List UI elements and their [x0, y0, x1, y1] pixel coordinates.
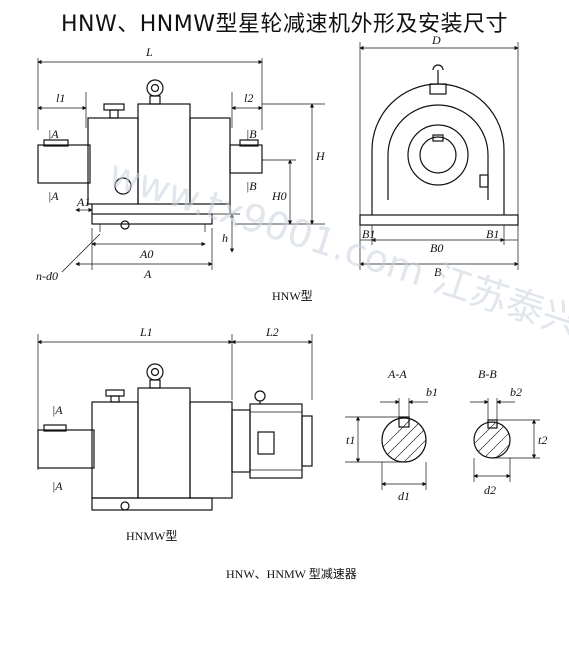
caption-hnmw: HNMW型: [126, 529, 177, 543]
dim-B: B: [434, 265, 442, 279]
dim-b1: b1: [426, 385, 438, 399]
section-A-top: |A: [48, 127, 59, 141]
dim-L: L: [145, 45, 153, 59]
dim-n-d0: n-d0: [36, 269, 58, 283]
section-A-bottom: |A: [48, 189, 59, 203]
hnw-front-view: [37, 58, 325, 273]
section-B-bottom: |B: [246, 179, 257, 193]
hnmw-front-view: [37, 334, 313, 511]
dim-L2: L2: [265, 325, 279, 339]
caption-bottom: HNW、HNMW 型减速器: [226, 567, 357, 581]
dim-l1: l1: [56, 91, 65, 105]
dim-t2: t2: [538, 433, 547, 447]
dim-L1: L1: [139, 325, 153, 339]
page-title: HNW、HNMW型星轮减速机外形及安装尺寸: [61, 12, 508, 37]
dim-B1-left: B1: [362, 227, 375, 241]
dim-H0: H0: [271, 189, 287, 203]
caption-hnw: HNW型: [272, 289, 313, 303]
dim-d2: d2: [484, 483, 496, 497]
dim-B0: B0: [430, 241, 443, 255]
hnw-side-view: [359, 42, 519, 270]
section-bb: [470, 398, 540, 482]
dim-D: D: [431, 33, 441, 47]
section-A-top-hnmw: |A: [52, 403, 63, 417]
dim-b2: b2: [510, 385, 522, 399]
watermark: www.tx9001.com 江苏泰兴减速机总厂: [103, 151, 569, 404]
dim-t1: t1: [346, 433, 355, 447]
dim-d1: d1: [398, 489, 410, 503]
section-B-top: |B: [246, 127, 257, 141]
section-bb-label: B-B: [478, 367, 497, 381]
dim-A: A: [143, 267, 152, 281]
dim-A0: A0: [139, 247, 153, 261]
section-aa-label: A-A: [387, 367, 407, 381]
section-aa: [345, 398, 428, 490]
dim-A1: A1: [76, 195, 90, 209]
section-A-bottom-hnmw: |A: [52, 479, 63, 493]
dim-B1-right: B1: [486, 227, 499, 241]
dim-l2: l2: [244, 91, 253, 105]
dim-h: h: [222, 231, 228, 245]
dim-H: H: [315, 149, 326, 163]
